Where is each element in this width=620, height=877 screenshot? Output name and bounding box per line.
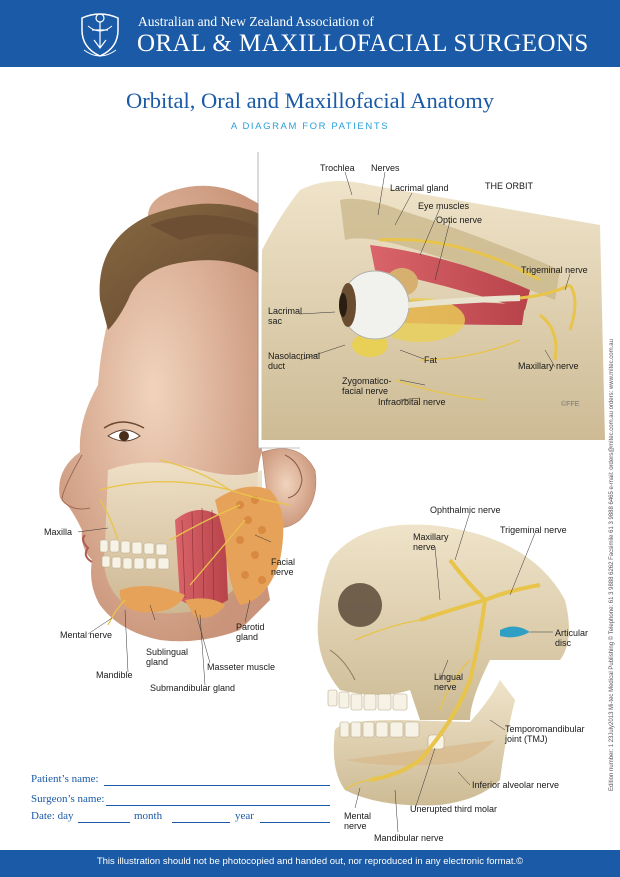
label-maxilla: Maxilla — [44, 527, 72, 537]
label-submandibular-gland: Submandibular gland — [150, 683, 235, 693]
date-month-label: month — [134, 810, 162, 822]
label-zygomatico-facial-nerve: Zygomatico- facial nerve — [342, 376, 392, 396]
label-maxillary-nerve-orbit: Maxillary nerve — [518, 361, 579, 371]
label-trigeminal-nerve-orbit: Trigeminal nerve — [521, 265, 588, 275]
label-articular-disc: Articular disc — [555, 628, 588, 648]
surgeon-name-field[interactable] — [106, 805, 330, 806]
label-lacrimal-gland: Lacrimal gland — [390, 183, 449, 193]
label-lacrimal-sac: Lacrimal sac — [268, 306, 302, 326]
label-mandibular-nerve: Mandibular nerve — [374, 833, 444, 843]
copyright-notice: This illustration should not be photocop… — [0, 856, 620, 867]
label-ophthalmic-nerve: Ophthalmic nerve — [430, 505, 501, 515]
publisher-info: Edition number: 1 23July2013 Mi-tec Medi… — [607, 290, 617, 840]
label-masseter-muscle: Masseter muscle — [207, 662, 275, 672]
label-mental-nerve-skull: Mental nerve — [344, 811, 371, 831]
label-optic-nerve: Optic nerve — [436, 215, 482, 225]
label-parotid-gland: Parotid gland — [236, 622, 265, 642]
label-unerupted-third-molar: Unerupted third molar — [410, 804, 497, 814]
footer-banner: This illustration should not be photocop… — [0, 850, 620, 877]
label-lingual-nerve: Lingual nerve — [434, 672, 463, 692]
label-maxillary-nerve-skull: Maxillary nerve — [413, 532, 449, 552]
label-sublingual-gland: Sublingual gland — [146, 647, 188, 667]
date-day-label: Date: day — [31, 810, 73, 822]
label-inferior-alveolar-nerve: Inferior alveolar nerve — [472, 780, 559, 790]
publisher-info-text: Edition number: 1 23July2013 Mi-tec Medi… — [609, 339, 615, 791]
label-nasolacrimal-duct: Nasolacrimal duct — [268, 351, 320, 371]
artist-signature: ©FFE — [561, 400, 579, 410]
label-trochlea: Trochlea — [320, 163, 355, 173]
patient-name-label: Patient’s name: — [31, 773, 99, 785]
label-fat: Fat — [424, 355, 437, 365]
label-tmj: Temporomandibular joint (TMJ) — [505, 724, 585, 744]
surgeon-name-label: Surgeon’s name: — [31, 793, 104, 805]
label-eye-muscles: Eye muscles — [418, 201, 469, 211]
patient-name-field[interactable] — [104, 785, 330, 786]
label-trigeminal-nerve-skull: Trigeminal nerve — [500, 525, 567, 535]
label-nerves: Nerves — [371, 163, 400, 173]
label-infraorbital-nerve: Infraorbital nerve — [378, 397, 446, 407]
date-year-field[interactable] — [260, 822, 330, 823]
date-year-label: year — [235, 810, 254, 822]
label-facial-nerve: Facial nerve — [271, 557, 295, 577]
label-mental-nerve-face: Mental nerve — [60, 630, 112, 640]
date-month-field[interactable] — [172, 822, 230, 823]
date-day-field[interactable] — [78, 822, 130, 823]
label-mandible: Mandible — [96, 670, 133, 680]
label-the-orbit: THE ORBIT — [485, 181, 533, 191]
